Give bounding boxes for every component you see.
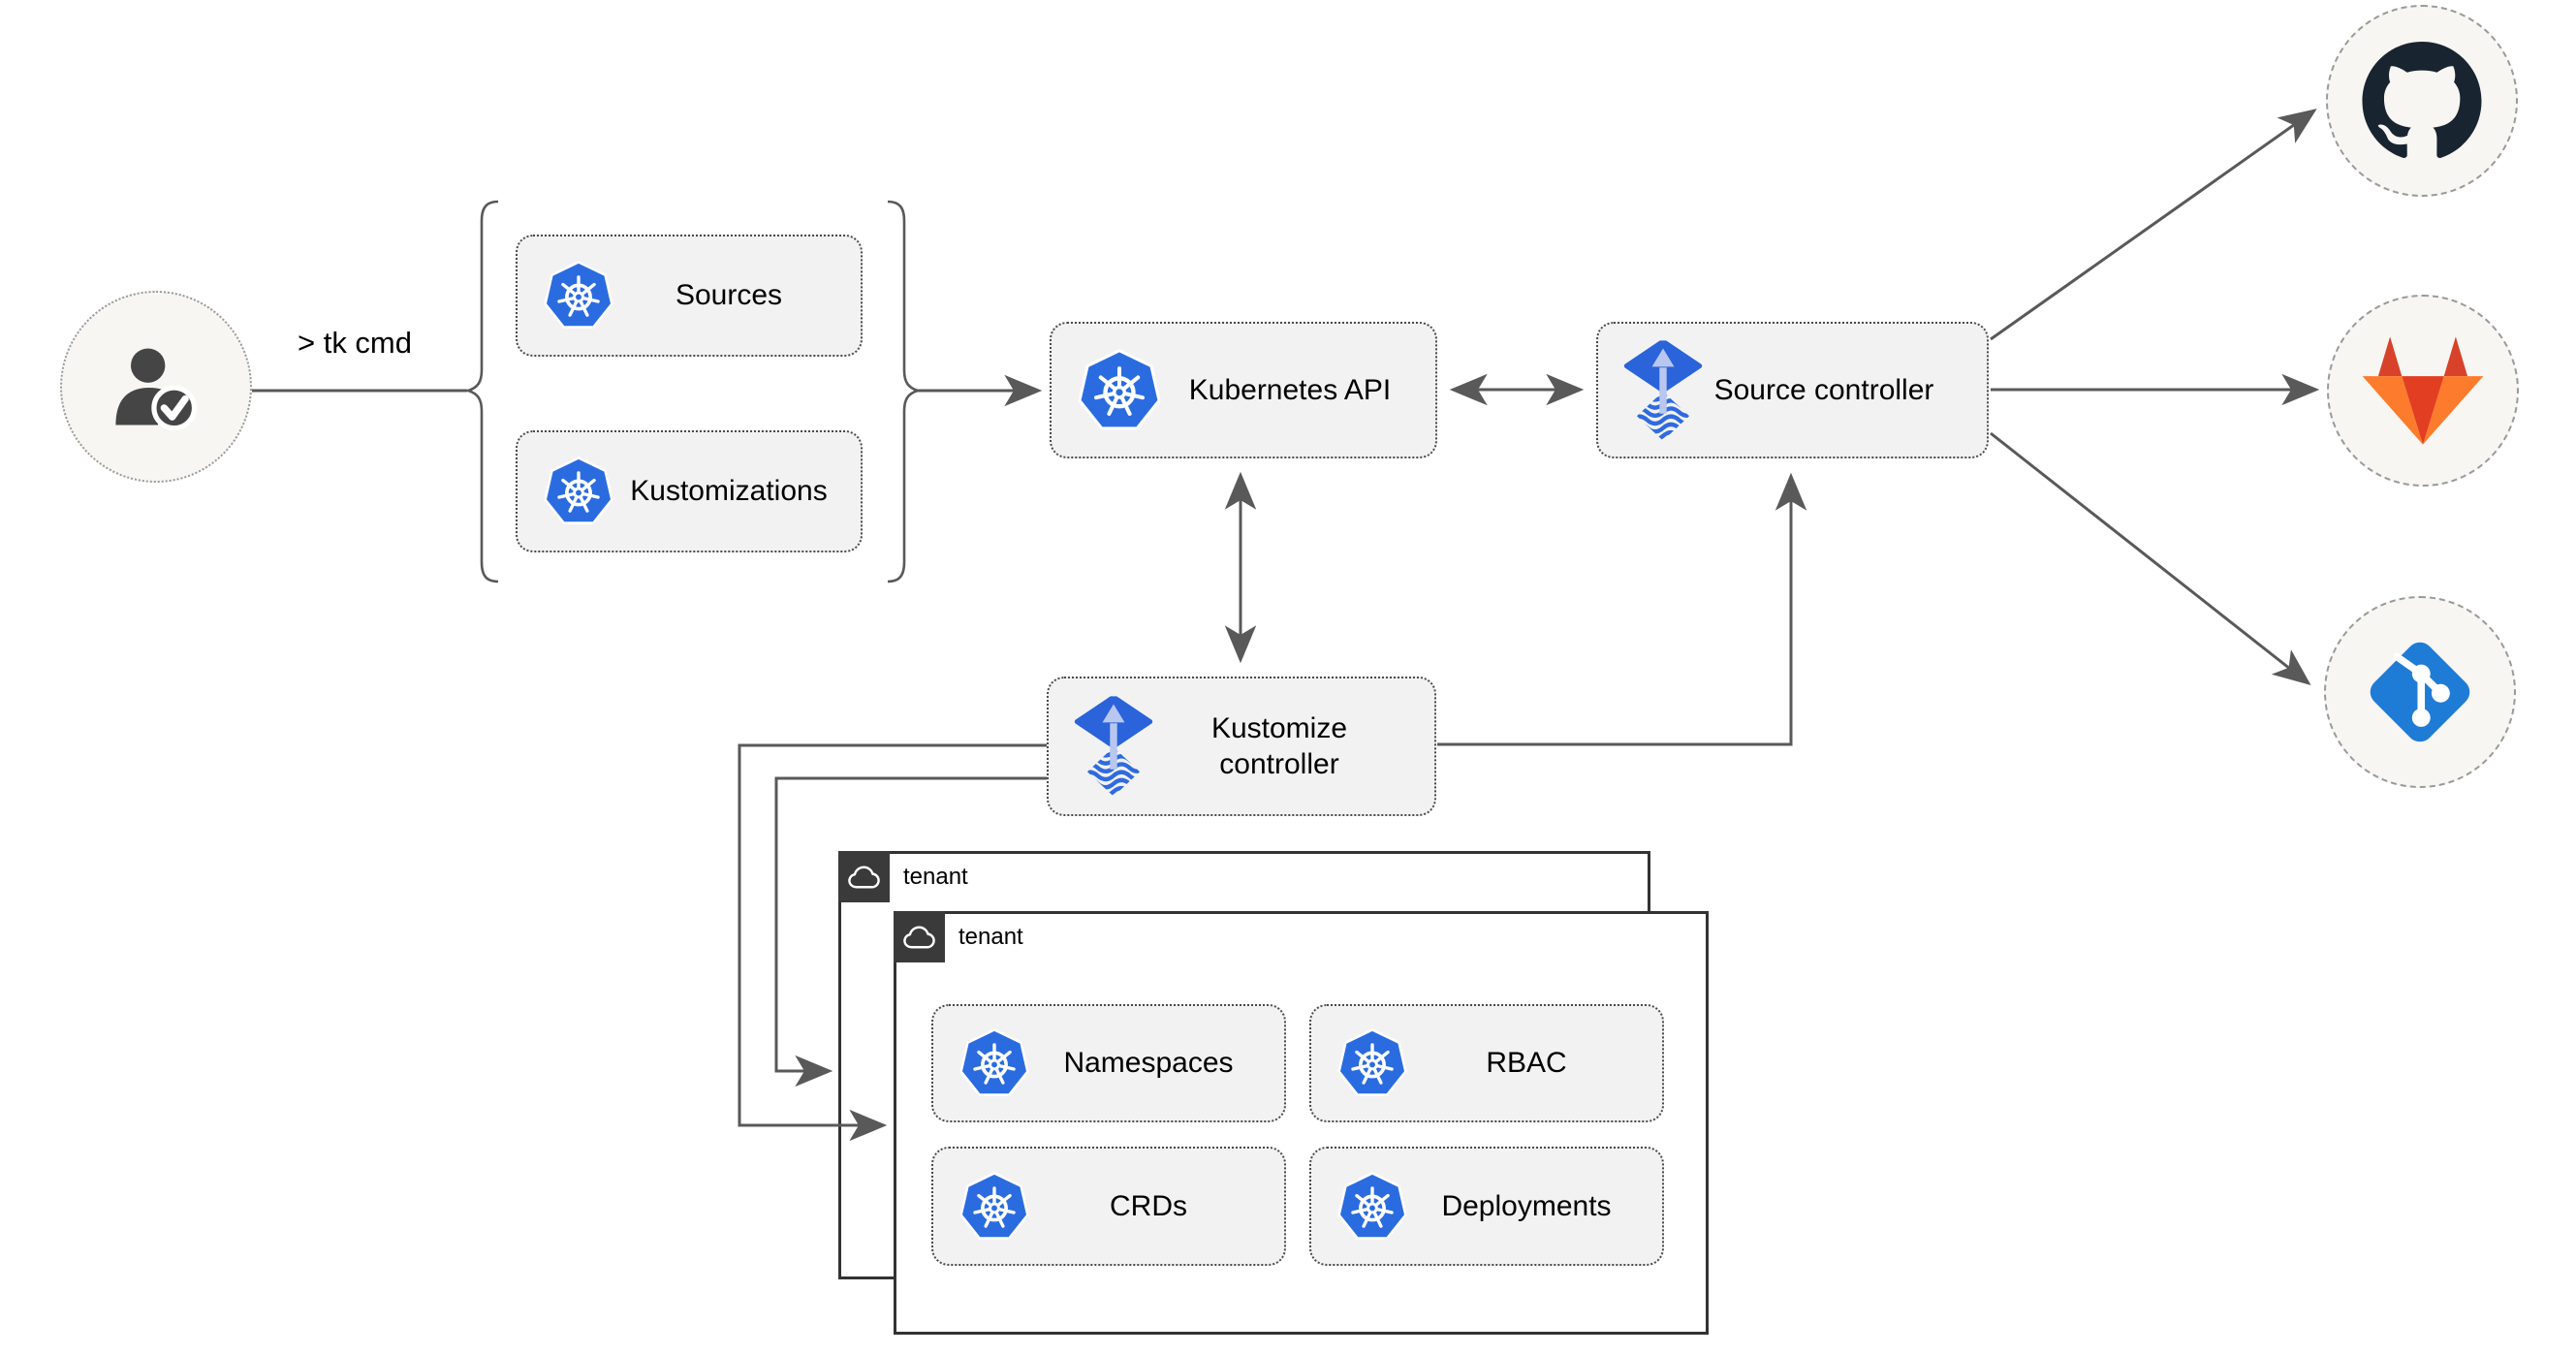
deployments-label: Deployments	[1441, 1189, 1612, 1222]
kubernetes-api-label: Kubernetes API	[1188, 373, 1392, 406]
kustomize-controller-label: Kustomize controller	[1210, 711, 1348, 781]
rbac-node: RBAC	[1309, 1004, 1664, 1122]
cli-command-label: > tk cmd	[297, 326, 412, 360]
kubernetes-icon	[958, 1028, 1030, 1098]
kustomize-controller-node: Kustomize controller	[1047, 677, 1436, 816]
user-node	[60, 291, 252, 483]
gitlab-node	[2327, 295, 2519, 487]
tenant-front-box: tenant Namespaces RBAC CRDs Deployments	[894, 911, 1709, 1335]
namespaces-node: Namespaces	[931, 1004, 1286, 1122]
kubernetes-icon	[1336, 1172, 1408, 1242]
github-node	[2326, 5, 2518, 197]
git-icon	[2370, 642, 2470, 742]
kubernetes-icon	[543, 457, 614, 526]
deployments-node: Deployments	[1309, 1147, 1664, 1266]
flux-icon	[1074, 692, 1153, 801]
sources-node: Sources	[516, 235, 863, 357]
kubernetes-icon	[543, 261, 614, 331]
kubernetes-icon	[958, 1172, 1030, 1242]
tenant-front-tab	[894, 911, 945, 962]
git-node	[2324, 596, 2516, 788]
github-icon	[2362, 41, 2482, 158]
tenant-front-label: tenant	[958, 923, 1023, 950]
kustomizations-label: Kustomizations	[630, 475, 828, 508]
kubernetes-api-node: Kubernetes API	[1050, 322, 1437, 458]
right-brace	[887, 200, 923, 583]
kubernetes-icon	[1077, 349, 1162, 432]
crds-node: CRDs	[931, 1147, 1286, 1266]
edge-kustomize-to-source-controller	[1437, 472, 1807, 746]
cloud-icon	[902, 924, 936, 951]
crds-label: CRDs	[1110, 1189, 1187, 1222]
kustomizations-node: Kustomizations	[516, 430, 863, 552]
rbac-label: RBAC	[1486, 1047, 1567, 1080]
left-brace	[463, 200, 499, 583]
tenant-back-label: tenant	[903, 863, 968, 890]
source-controller-label: Source controller	[1713, 373, 1934, 406]
edge-source-to-git	[1990, 431, 2311, 686]
gitlab-icon	[2362, 336, 2484, 445]
tenant-back-tab	[838, 851, 890, 902]
flux-icon	[1623, 336, 1703, 445]
namespaces-label: Namespaces	[1063, 1047, 1234, 1080]
edge-source-to-github	[1990, 109, 2317, 341]
user-check-icon	[115, 348, 198, 431]
cloud-icon	[847, 864, 881, 891]
kubernetes-icon	[1336, 1028, 1408, 1098]
sources-label: Sources	[675, 279, 783, 312]
source-controller-node: Source controller	[1596, 322, 1989, 458]
